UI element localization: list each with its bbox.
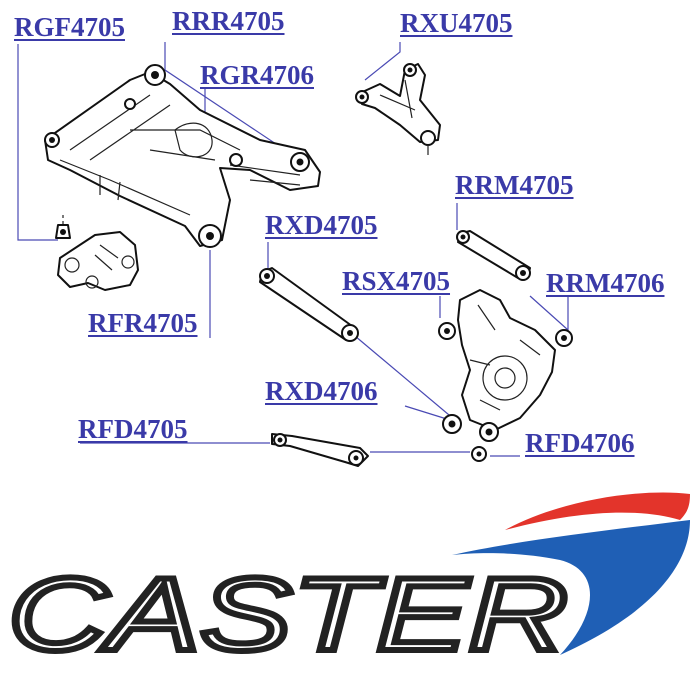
rrm-link-drawing xyxy=(456,230,531,281)
label-rfd4705[interactable]: RFD4705 xyxy=(78,414,188,444)
leader-rxd4705-b xyxy=(354,335,456,421)
leader-rgf4705 xyxy=(17,44,58,241)
logo-swoosh-red xyxy=(505,492,690,530)
knuckle-drawing xyxy=(438,289,573,462)
leader-lines xyxy=(17,42,569,457)
logo-swoosh-blue xyxy=(452,520,690,655)
label-rfd4706[interactable]: RFD4706 xyxy=(525,428,635,458)
caster-logo: CASTER xyxy=(5,492,690,676)
rear-subframe-drawing xyxy=(44,64,321,248)
diff-mount-drawing xyxy=(55,215,139,291)
label-rxd4705[interactable]: RXD4705 xyxy=(265,210,378,240)
label-rfr4705[interactable]: RFR4705 xyxy=(88,308,198,338)
label-rgf4705[interactable]: RGF4705 xyxy=(14,12,125,42)
label-rxu4705[interactable]: RXU4705 xyxy=(400,8,513,38)
leader-rxd4706 xyxy=(404,405,451,421)
label-rgr4706[interactable]: RGR4706 xyxy=(200,60,314,90)
label-rsx4705[interactable]: RSX4705 xyxy=(342,266,451,296)
logo-wordmark: CASTER xyxy=(8,557,568,673)
leader-rrr4705 xyxy=(164,42,301,161)
rfd-link-drawing xyxy=(271,433,369,467)
label-rrm4706[interactable]: RRM4706 xyxy=(546,268,665,298)
label-rrr4705[interactable]: RRR4705 xyxy=(172,6,285,36)
leader-rrm4706 xyxy=(529,295,569,332)
rxd-link-drawing xyxy=(259,267,359,342)
leader-rxu4705 xyxy=(364,42,401,81)
label-rrm4705[interactable]: RRM4705 xyxy=(455,170,574,200)
label-rxd4706[interactable]: RXD4706 xyxy=(265,376,378,406)
upper-arm-drawing xyxy=(355,63,441,155)
